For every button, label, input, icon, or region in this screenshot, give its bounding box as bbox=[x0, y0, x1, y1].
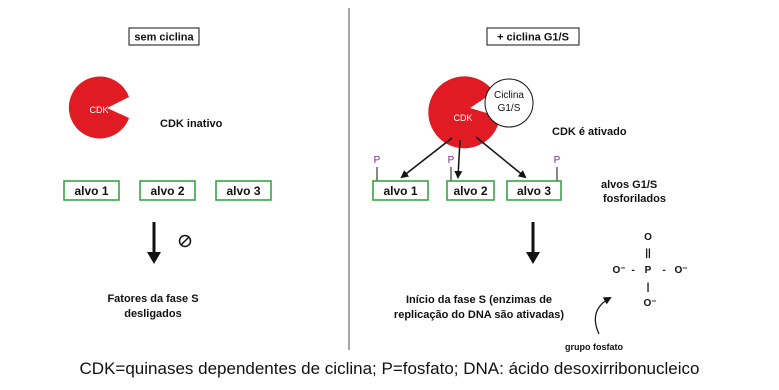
cdk-label-left: CDK bbox=[89, 105, 108, 115]
phosphate-o-left: O⁻ bbox=[612, 265, 625, 276]
left-target-2: alvo 2 bbox=[150, 184, 184, 198]
left-target-2-box bbox=[139, 180, 196, 201]
cdk-shape-active bbox=[428, 76, 500, 149]
right-outcome-line2: replicação do DNA são ativadas) bbox=[394, 309, 564, 321]
phosphate-o-top: O bbox=[644, 232, 652, 243]
left-outcome-line1: Fatores da fase S bbox=[107, 293, 198, 305]
right-target-2-box bbox=[446, 180, 495, 201]
phosphate-group-structure: O || O⁻ - P - O⁻ | O⁻ bbox=[612, 232, 687, 309]
cyclin-line2: G1/S bbox=[498, 103, 521, 114]
phosphate-group-label: grupo fosfato bbox=[565, 342, 623, 352]
prohibited-icon bbox=[178, 234, 192, 248]
right-header-box bbox=[486, 27, 580, 46]
phosphate-dash-left: - bbox=[631, 265, 634, 276]
right-target-2: alvo 2 bbox=[453, 184, 487, 198]
cdk-label-right: CDK bbox=[453, 113, 472, 123]
phosphate-curved-arrow bbox=[594, 297, 612, 335]
left-header: sem ciclina bbox=[134, 32, 194, 44]
cdk-shape-inactive bbox=[68, 76, 129, 139]
phosphate-p: P bbox=[645, 265, 652, 276]
cyclin-line1: Ciclina bbox=[494, 90, 524, 101]
right-header: + ciclina G1/S bbox=[497, 32, 569, 44]
left-target-3: alvo 3 bbox=[226, 184, 260, 198]
left-target-1-box bbox=[63, 180, 120, 201]
phosphate-double-bond: || bbox=[645, 248, 651, 259]
targets-note-line2: fosforilados bbox=[603, 193, 666, 205]
arrow-to-target-1 bbox=[400, 137, 453, 179]
phosphate-tag-2: P bbox=[448, 155, 455, 166]
right-target-3: alvo 3 bbox=[517, 184, 551, 198]
right-outcome-line1: Início da fase S (enzimas de bbox=[406, 294, 552, 306]
left-down-arrowhead bbox=[147, 252, 161, 264]
figure-caption: CDK=quinases dependentes de ciclina; P=f… bbox=[79, 359, 700, 378]
cdk-status-right: CDK é ativado bbox=[552, 126, 627, 138]
right-target-1-box bbox=[372, 180, 429, 201]
left-outcome-line2: desligados bbox=[124, 308, 181, 320]
arrow-to-target-2 bbox=[454, 139, 463, 179]
phosphate-tag-1: P bbox=[374, 155, 381, 166]
right-target-3-box bbox=[506, 180, 562, 201]
phosphate-o-bottom: O⁻ bbox=[643, 298, 656, 309]
phosphate-o-right: O⁻ bbox=[674, 265, 687, 276]
left-target-1: alvo 1 bbox=[74, 184, 108, 198]
phosphate-tag-3: P bbox=[554, 155, 561, 166]
cdk-status-left: CDK inativo bbox=[160, 118, 223, 130]
phosphate-single-bond: | bbox=[647, 282, 650, 293]
left-header-box bbox=[128, 27, 200, 46]
cyclin-shape bbox=[484, 78, 534, 128]
targets-note-line1: alvos G1/S bbox=[601, 179, 657, 191]
phosphate-dash-right: - bbox=[662, 265, 665, 276]
right-down-arrowhead bbox=[526, 252, 540, 264]
arrow-to-target-3 bbox=[475, 136, 527, 179]
left-target-3-box bbox=[215, 180, 272, 201]
right-target-1: alvo 1 bbox=[383, 184, 417, 198]
